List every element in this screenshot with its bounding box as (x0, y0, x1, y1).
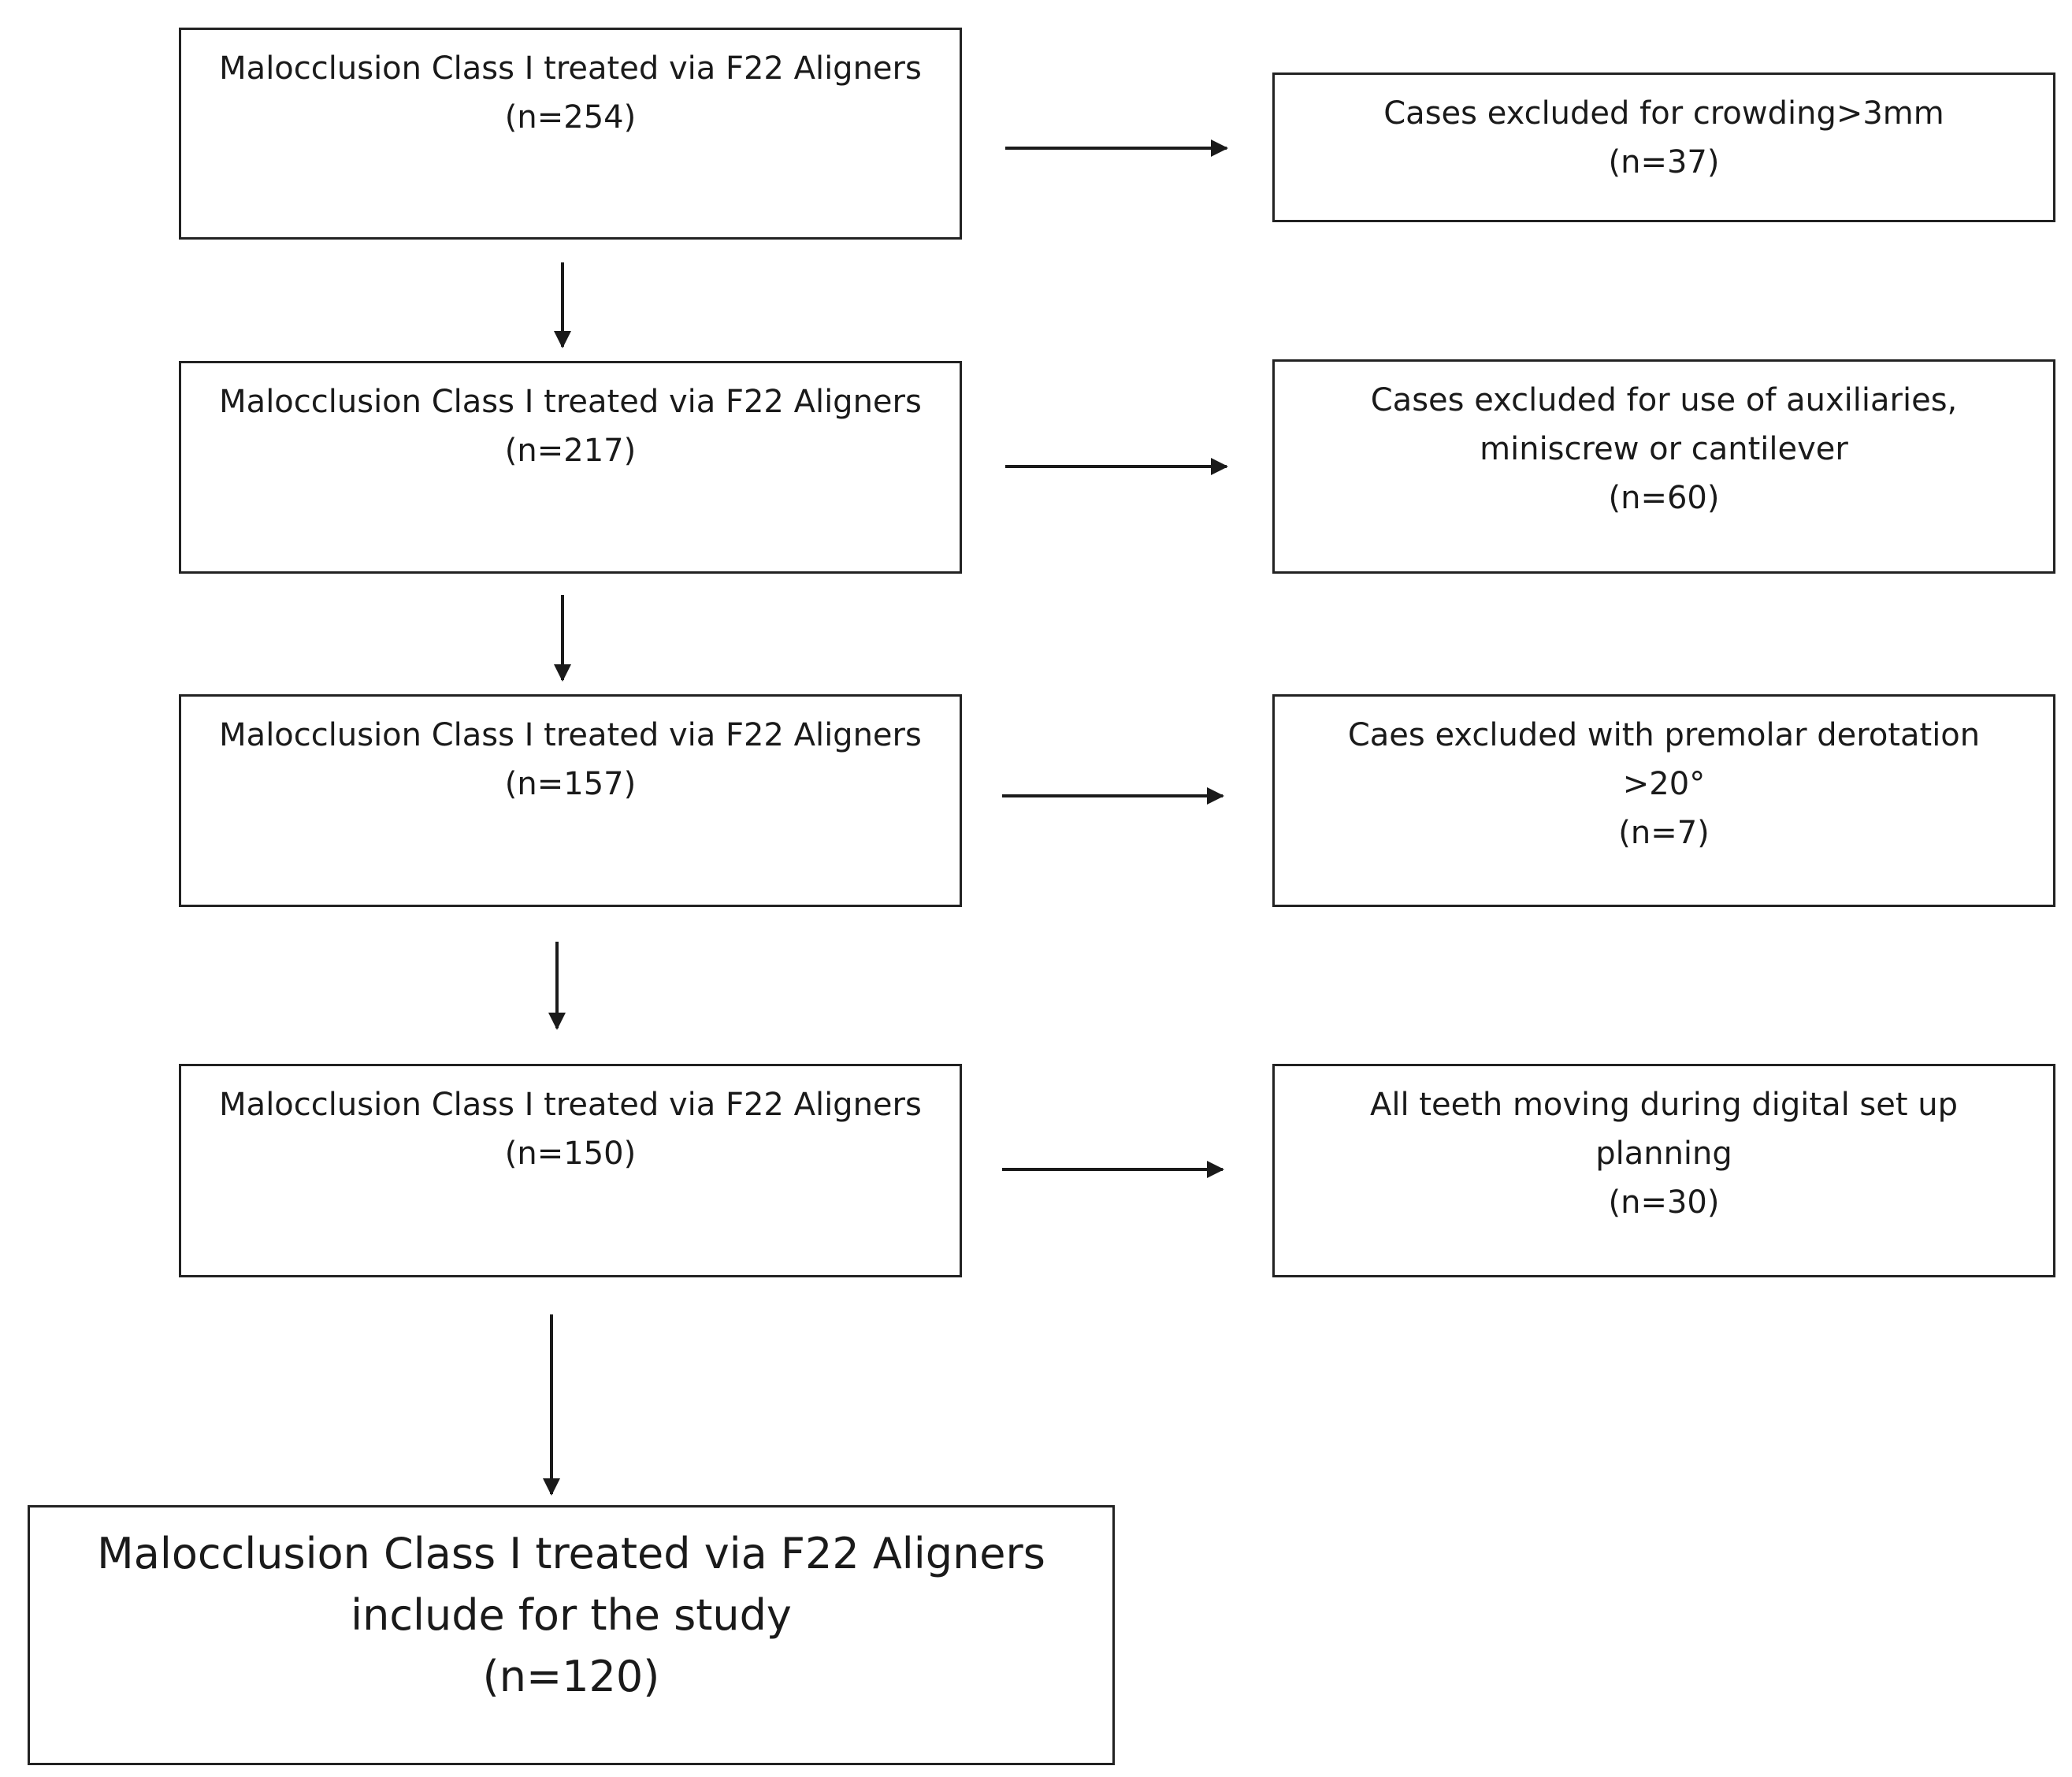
flow-box-3: Malocclusion Class I treated via F22 Ali… (179, 694, 962, 907)
final-box-title: Malocclusion Class I treated via F22 Ali… (97, 1529, 1045, 1578)
exclusion-box-4-reason: All teeth moving during digital set up (1369, 1087, 1958, 1123)
flow-box-3-count: (n=157) (504, 766, 637, 802)
exclusion-box-3-reason: Caes excluded with premolar derotation (1347, 717, 1981, 753)
exclusion-box-3-reason-cont: >20° (1622, 766, 1706, 802)
exclusion-box-4-count: (n=30) (1608, 1184, 1720, 1221)
exclusion-box-2: Cases excluded for use of auxiliaries, m… (1272, 359, 2055, 574)
flow-box-2: Malocclusion Class I treated via F22 Ali… (179, 361, 962, 574)
exclusion-box-2-count: (n=60) (1608, 480, 1720, 516)
exclusion-box-2-reason: Cases excluded for use of auxiliaries, (1370, 382, 1958, 418)
flow-box-4-title: Malocclusion Class I treated via F22 Ali… (219, 1087, 922, 1123)
final-box-count: (n=120) (482, 1652, 660, 1701)
exclusion-box-4-reason-cont: planning (1595, 1136, 1732, 1172)
flow-box-1: Malocclusion Class I treated via F22 Ali… (179, 28, 962, 240)
exclusion-box-3-count: (n=7) (1618, 815, 1710, 851)
flow-box-3-title: Malocclusion Class I treated via F22 Ali… (219, 717, 922, 753)
flow-box-1-count: (n=254) (504, 99, 637, 136)
exclusion-box-3: Caes excluded with premolar derotation >… (1272, 694, 2055, 907)
exclusion-box-1: Cases excluded for crowding>3mm (n=37) (1272, 72, 2055, 222)
final-box-subtitle: include for the study (351, 1590, 792, 1640)
exclusion-box-2-reason-cont: miniscrew or cantilever (1480, 431, 1848, 467)
final-included-box: Malocclusion Class I treated via F22 Ali… (28, 1505, 1115, 1765)
exclusion-box-4: All teeth moving during digital set up p… (1272, 1064, 2055, 1277)
exclusion-box-1-reason: Cases excluded for crowding>3mm (1383, 95, 1944, 132)
flow-box-4: Malocclusion Class I treated via F22 Ali… (179, 1064, 962, 1277)
flow-box-4-count: (n=150) (504, 1136, 637, 1172)
flow-box-2-count: (n=217) (504, 433, 637, 469)
flow-box-2-title: Malocclusion Class I treated via F22 Ali… (219, 384, 922, 420)
exclusion-box-1-count: (n=37) (1608, 144, 1720, 180)
flow-box-1-title: Malocclusion Class I treated via F22 Ali… (219, 50, 922, 87)
